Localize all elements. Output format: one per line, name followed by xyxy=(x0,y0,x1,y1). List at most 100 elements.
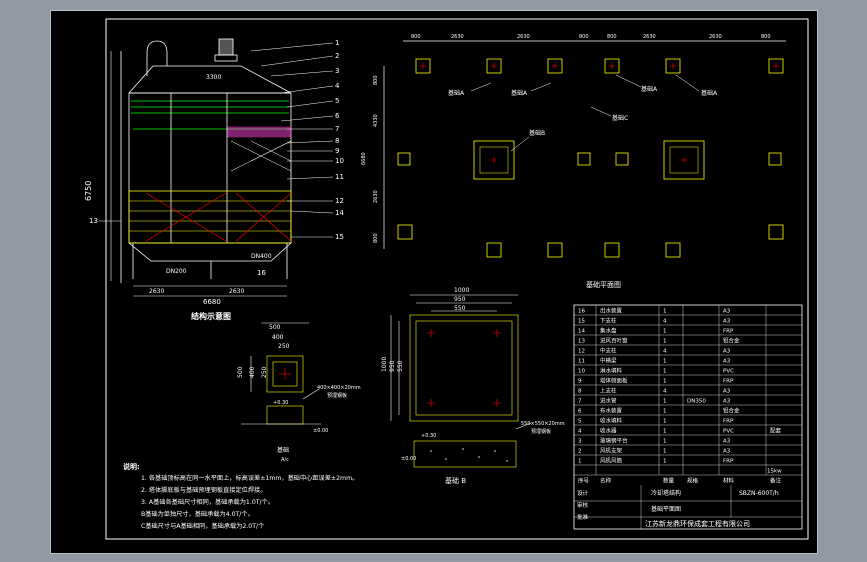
detail-a-labels: 500 400 250 500 400 250 400×400×20mm 预埋钢… xyxy=(237,324,361,463)
notes-title: 说明: xyxy=(123,462,140,471)
parts-cell-name: 收水填料 xyxy=(600,417,623,425)
parts-cell-qty: 4 xyxy=(663,349,667,355)
detail-b xyxy=(390,294,532,468)
parts-cell-no: 10 xyxy=(578,369,585,375)
part-number-9: 9 xyxy=(335,147,339,155)
dim-total-width: 6680 xyxy=(203,298,221,306)
parts-cell-no: 14 xyxy=(578,329,585,335)
structure-labels: 6750 3300 2630 2630 6680 DN200 DN400 结构示… xyxy=(84,39,344,321)
fill-louvers xyxy=(131,100,289,130)
cross-bracing xyxy=(145,192,292,242)
detail-b-caption: 基础 B xyxy=(445,476,466,485)
dim-span-2: 2630 xyxy=(229,288,244,295)
part-number-2: 2 xyxy=(335,52,339,60)
parts-cell-material: PVC xyxy=(723,369,734,375)
plan-caption: 基础平面图 xyxy=(586,280,621,289)
label-foundation-a-3: 基础A xyxy=(641,85,658,93)
plan-side-dim-3: 6680 xyxy=(361,152,367,165)
part-number-5: 5 xyxy=(335,97,339,105)
detail-b-plate-label: 550×550×20mm xyxy=(521,421,565,427)
plan-dim-7: 2630 xyxy=(709,34,722,40)
plan-dim-6: 2630 xyxy=(643,34,656,40)
parts-cell-name: 风机风筒 xyxy=(600,457,623,465)
parts-cell-name: 中横梁 xyxy=(600,357,617,365)
cad-drawing-viewport[interactable]: 6750 3300 2630 2630 6680 DN200 DN400 结构示… xyxy=(50,10,818,554)
parts-cell-no: 4 xyxy=(578,429,582,435)
detail-a-dim-top-1: 500 xyxy=(269,324,281,331)
model-number: SBZN-600T/h xyxy=(739,490,779,497)
detail-a-dim-side-1: 500 xyxy=(237,366,244,378)
parts-cell-name: 布水装置 xyxy=(600,407,623,415)
detail-a-caption: 基础 xyxy=(277,446,289,454)
foundation-plan-labels: 800 2630 2630 800 800 2630 2630 800 800 … xyxy=(361,34,771,289)
plan-dim-3: 2630 xyxy=(517,34,530,40)
detail-a-dim-top-2: 400 xyxy=(272,334,284,341)
detail-a-dim-side-3: 250 xyxy=(261,366,268,378)
drawing-title-2: 基础平面图 xyxy=(651,505,681,513)
parts-header-spec: 规格 xyxy=(687,477,699,485)
detail-a-level-top: +0.30 xyxy=(273,400,288,406)
parts-cell-material: 铝合金 xyxy=(723,337,740,345)
parts-cell-qty: 1 xyxy=(663,329,667,335)
fan-motor xyxy=(218,38,234,56)
parts-cell-qty: 1 xyxy=(663,419,667,425)
parts-cell-qty: 1 xyxy=(663,409,667,415)
inlet-pipe xyxy=(146,40,168,76)
parts-cell-no: 8 xyxy=(578,389,582,395)
detail-b-level: +0.30 xyxy=(421,433,436,439)
parts-cell-qty: 1 xyxy=(663,359,667,365)
dim-top: 3300 xyxy=(206,74,221,81)
parts-cell-material: 铝合金 xyxy=(723,407,740,415)
parts-table-border xyxy=(573,304,803,530)
parts-cell-name: 出水装置 xyxy=(600,307,623,315)
parts-header-name: 名称 xyxy=(600,477,612,485)
parts-cell-no: 11 xyxy=(578,359,585,365)
parts-cell-qty: 1 xyxy=(663,369,667,375)
parts-cell-material: FRP xyxy=(723,329,734,335)
detail-b-dim-side-2: 950 xyxy=(389,360,396,372)
structure-caption: 结构示意图 xyxy=(191,311,231,321)
parts-cell-qty: 1 xyxy=(663,429,667,435)
parts-header-material: 材料 xyxy=(723,477,735,485)
parts-cell-no: 9 xyxy=(578,379,582,385)
notes: 说明: 1. 各基础顶标高在同一水平面上，标高误差±1mm，基础中心距误差±2m… xyxy=(123,462,358,530)
foundation-pads xyxy=(397,58,784,258)
parts-cell-qty: 1 xyxy=(663,309,667,315)
label-foundation-a-4: 基础A xyxy=(701,89,718,97)
detail-a-dim-top-3: 250 xyxy=(278,343,290,350)
parts-cell-material: A3 xyxy=(723,349,731,355)
parts-cell-name: 上支柱 xyxy=(600,387,617,395)
detail-b-dim-top-1: 1000 xyxy=(454,287,469,294)
parts-cell-material: A3 xyxy=(723,399,731,405)
parts-cell-material: PVC xyxy=(723,429,734,435)
detail-b-dim-top-3: 550 xyxy=(454,305,466,312)
parts-cell-material: A3 xyxy=(723,359,731,365)
parts-cell-material: A3 xyxy=(723,439,731,445)
parts-cell-material: FRP xyxy=(723,419,734,425)
cad-drawing-canvas: 6750 3300 2630 2630 6680 DN200 DN400 结构示… xyxy=(84,18,809,540)
label-foundation-a-2: 基础A xyxy=(511,89,528,97)
detail-a xyxy=(241,322,321,425)
parts-cell-name: 风机支架 xyxy=(600,447,623,455)
parts-cell-name: 进风百叶窗 xyxy=(600,337,628,345)
parts-header-remark: 备注 xyxy=(770,477,782,485)
drift-eliminator xyxy=(226,126,292,138)
parts-cell-qty: 1 xyxy=(663,379,667,385)
parts-cell-qty: 1 xyxy=(663,449,667,455)
detail-a-plate-sub: 预埋钢板 xyxy=(327,392,347,399)
part-number-16: 16 xyxy=(257,269,266,277)
part-number-1: 1 xyxy=(335,39,339,47)
parts-cell-qty: 1 xyxy=(663,339,667,345)
dim-span-1: 2630 xyxy=(149,288,164,295)
part-number-4: 4 xyxy=(335,82,340,90)
parts-cell-material: A3 xyxy=(723,309,731,315)
parts-cell-name: 玻璃钢平台 xyxy=(600,437,628,445)
plan-dim-4: 800 xyxy=(579,34,589,40)
plan-dim-2: 2630 xyxy=(451,34,464,40)
detail-a-level-ground: ±0.00 xyxy=(313,428,328,434)
detail-b-hatch xyxy=(430,448,508,462)
parts-cell-no: 3 xyxy=(578,439,582,445)
parts-cell-no: 15 xyxy=(578,319,585,325)
parts-cell-no: 16 xyxy=(578,309,585,315)
